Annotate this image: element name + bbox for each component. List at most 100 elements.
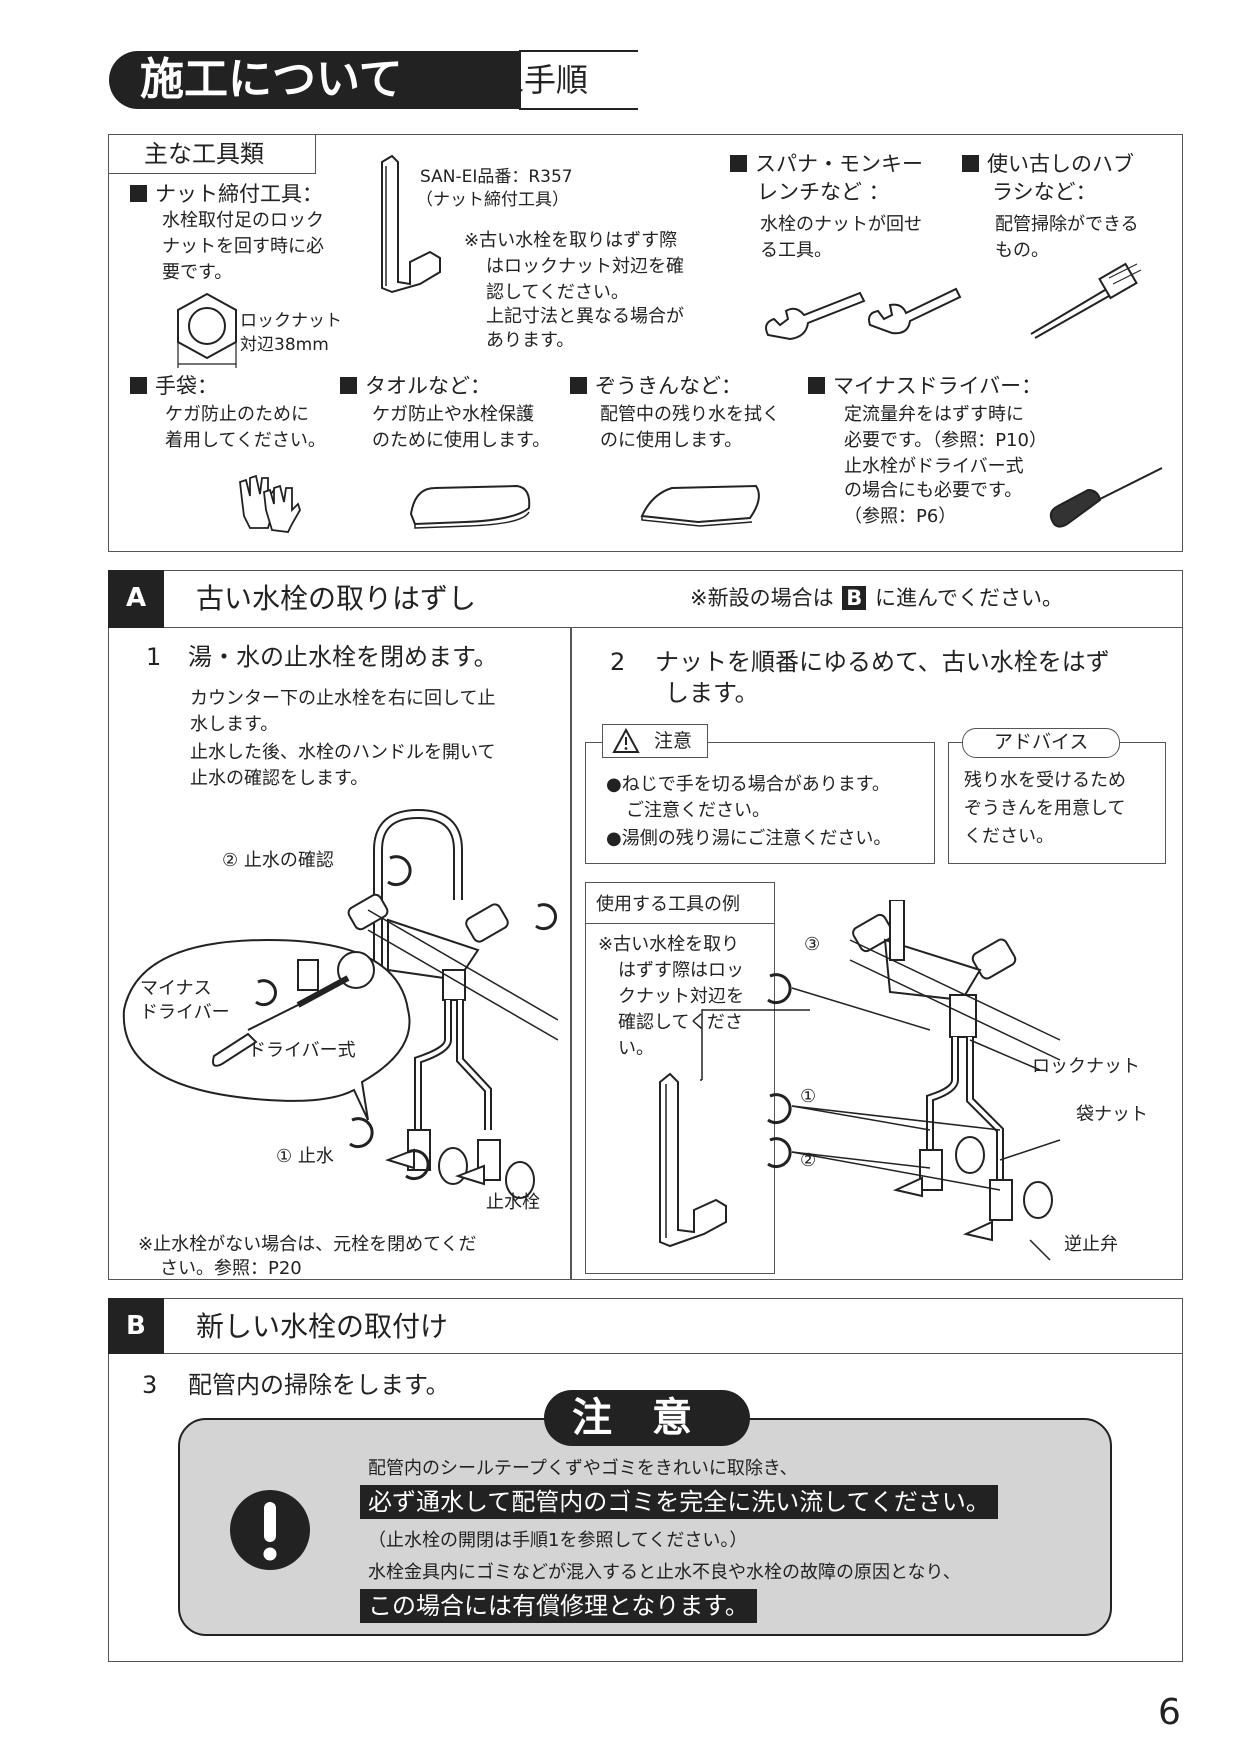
advice-label: アドバイス: [994, 731, 1089, 753]
page-number: 6: [1158, 1692, 1181, 1733]
step3-title: 配管内の掃除をします。: [188, 1371, 450, 1399]
warning-title: 注 意: [572, 1395, 692, 1441]
towel-desc-1: ケガ防止や水栓保護: [372, 404, 534, 425]
section-b-panel: [108, 1298, 1183, 1662]
label-minus-2: ドライバー: [140, 1002, 230, 1023]
section-b-letter: B: [126, 1311, 146, 1341]
tools-title-tab: [108, 134, 316, 174]
spanner-icon: [765, 287, 962, 341]
driver-label: マイナスドライバー：: [808, 372, 1042, 400]
gloves-label: 手袋：: [130, 372, 218, 400]
nut-tool-desc-1: 水栓取付足のロック: [162, 210, 324, 231]
towel-label: タオルなど：: [340, 372, 491, 400]
advice-line-2: ぞうきんを用意して: [964, 798, 1126, 819]
nut-tool-note-2: はロックナット対辺を確: [486, 256, 684, 277]
gloves-desc-2: 着用してください。: [165, 430, 326, 451]
tool-example-note-2: はずす際はロッ: [618, 960, 744, 981]
nut-tool-desc-3: 要です。: [162, 262, 233, 283]
brush-desc-1: 配管掃除ができる: [995, 214, 1139, 235]
tools-title: 主な工具類: [144, 140, 264, 168]
spanner-desc-1: 水栓のナットが回せ: [760, 214, 922, 235]
locknut-label: ロックナット: [240, 311, 342, 331]
tool-example-note-4: 確認してくださ: [618, 1012, 743, 1033]
nut-tool-note-3: 認してください。: [486, 282, 629, 303]
driver-desc-4: の場合にも必要です。: [844, 480, 1023, 501]
section-a-note: ※新設の場合は B に進んでください。: [690, 586, 1063, 610]
warning-triangle-icon: [612, 728, 640, 753]
rag-label: ぞうきんなど：: [570, 372, 742, 400]
spanner-desc-2: る工具。: [760, 240, 832, 261]
label-driver-type: ドライバー式: [248, 1040, 356, 1061]
section-b-title: 新しい水栓の取付け: [196, 1310, 449, 1343]
towel-icon: [409, 484, 531, 529]
warning-line-3: （止水栓の開閉は手順1を参照してください。）: [368, 1530, 748, 1551]
nut-tool-note-5: あります。: [486, 330, 575, 351]
nut-tool-note-4: 上記寸法と異なる場合が: [486, 306, 684, 327]
label-locknut-2: ロックナット: [1032, 1056, 1140, 1077]
towel-desc-2: のために使用します。: [372, 430, 551, 451]
nut-tool-desc-2: ナットを回す時に必: [162, 236, 324, 257]
nut-wrench-tool-icon: [381, 154, 441, 294]
warning-line-1: 配管内のシールテープくずやゴミをきれいに取除き、: [368, 1458, 798, 1479]
locknut-icon: [177, 292, 237, 368]
label-bag-nut: 袋ナット: [1076, 1104, 1148, 1125]
warning-line-5: この場合には有償修理となります。: [360, 1588, 757, 1624]
section-a-header: [108, 570, 1183, 628]
step1-desc-4: 止水の確認をします。: [190, 768, 369, 789]
screwdriver-icon: [1049, 467, 1163, 528]
nut-wrench-example-icon: [659, 1072, 727, 1248]
advice-line-3: ください。: [964, 826, 1054, 847]
brush-label-2: ラシなど：: [992, 180, 1097, 204]
section-b-header: [108, 1298, 1183, 1354]
step2-num-1: ①: [800, 1086, 817, 1107]
step1-footnote-2: さい。参照：P20: [160, 1258, 302, 1279]
step1-faucet-diagram: [122, 808, 558, 1199]
advice-tab: [962, 728, 1120, 758]
step2-num-3: ③: [804, 934, 821, 955]
header-sub-title: 施工手順: [460, 61, 589, 99]
step1-number: 1: [146, 643, 162, 671]
driver-desc-5: （参照：P6）: [844, 506, 957, 527]
brush-label-1: 使い古しのハブ: [962, 150, 1134, 178]
warning-line-2: 必ず通水して配管内のゴミを完全に洗い流してください。: [360, 1484, 998, 1520]
caution-line-1: ●ねじで手を切る場合があります。: [606, 774, 890, 795]
warning-line-4: 水栓金具内にゴミなどが混入すると止水不良や水栓の故障の原因となり、: [368, 1562, 961, 1583]
nut-tool-label: ナット締付工具：: [130, 180, 323, 208]
warning-title-pill: [544, 1390, 750, 1446]
caution-label: 注意: [654, 730, 693, 752]
step1-desc-3: 止水した後、水栓のハンドルを開いて: [190, 742, 496, 763]
step1-desc-1: カウンター下の止水栓を右に回して止: [190, 688, 496, 709]
section-a-panel: [108, 570, 1183, 1280]
step2-number: 2: [610, 648, 626, 676]
locknut-size: 対辺38mm: [240, 335, 329, 355]
exclamation-icon: [230, 1490, 310, 1570]
brush-desc-2: もの。: [995, 240, 1049, 261]
label-check-valve: 逆止弁: [1064, 1234, 1118, 1255]
tool-example-header: [585, 882, 775, 924]
caution-line-3: ●湯側の残り湯にご注意ください。: [606, 828, 892, 849]
brush-icon: [1030, 262, 1142, 339]
tool-example-note-3: クナット対辺を: [618, 986, 744, 1007]
label-minus-1: マイナス: [140, 978, 212, 999]
gloves-desc-1: ケガ防止のために: [165, 404, 309, 425]
tool-example-note-1: ※古い水栓を取り: [598, 934, 740, 955]
section-a-divider: [570, 628, 572, 1280]
header-frame: [109, 50, 638, 110]
label-stop-confirm: ② 止水の確認: [222, 850, 334, 871]
label-stop-valve: 止水栓: [486, 1192, 540, 1213]
tools-panel: [108, 134, 1183, 552]
section-b-badge: [108, 1298, 164, 1354]
label-stop-water: ① 止水: [276, 1146, 334, 1167]
step1-title: 湯・水の止水栓を閉めます。: [188, 643, 498, 671]
caution-box: [585, 742, 935, 864]
step2-num-2: ②: [800, 1150, 817, 1171]
gloves-icon: [239, 474, 301, 533]
driver-desc-2: 必要です。（参照：P10）: [844, 430, 1047, 451]
tool-example-box: [585, 882, 775, 1274]
driver-desc-3: 止水栓がドライバー式: [844, 456, 1024, 477]
section-a-badge: [108, 570, 164, 628]
header-main-title: 施工について: [140, 54, 403, 105]
tool-example-label: 使用する工具の例: [596, 894, 740, 915]
advice-line-1: 残り水を受けるため: [964, 770, 1126, 791]
part-name: （ナット締付工具）: [416, 190, 569, 210]
